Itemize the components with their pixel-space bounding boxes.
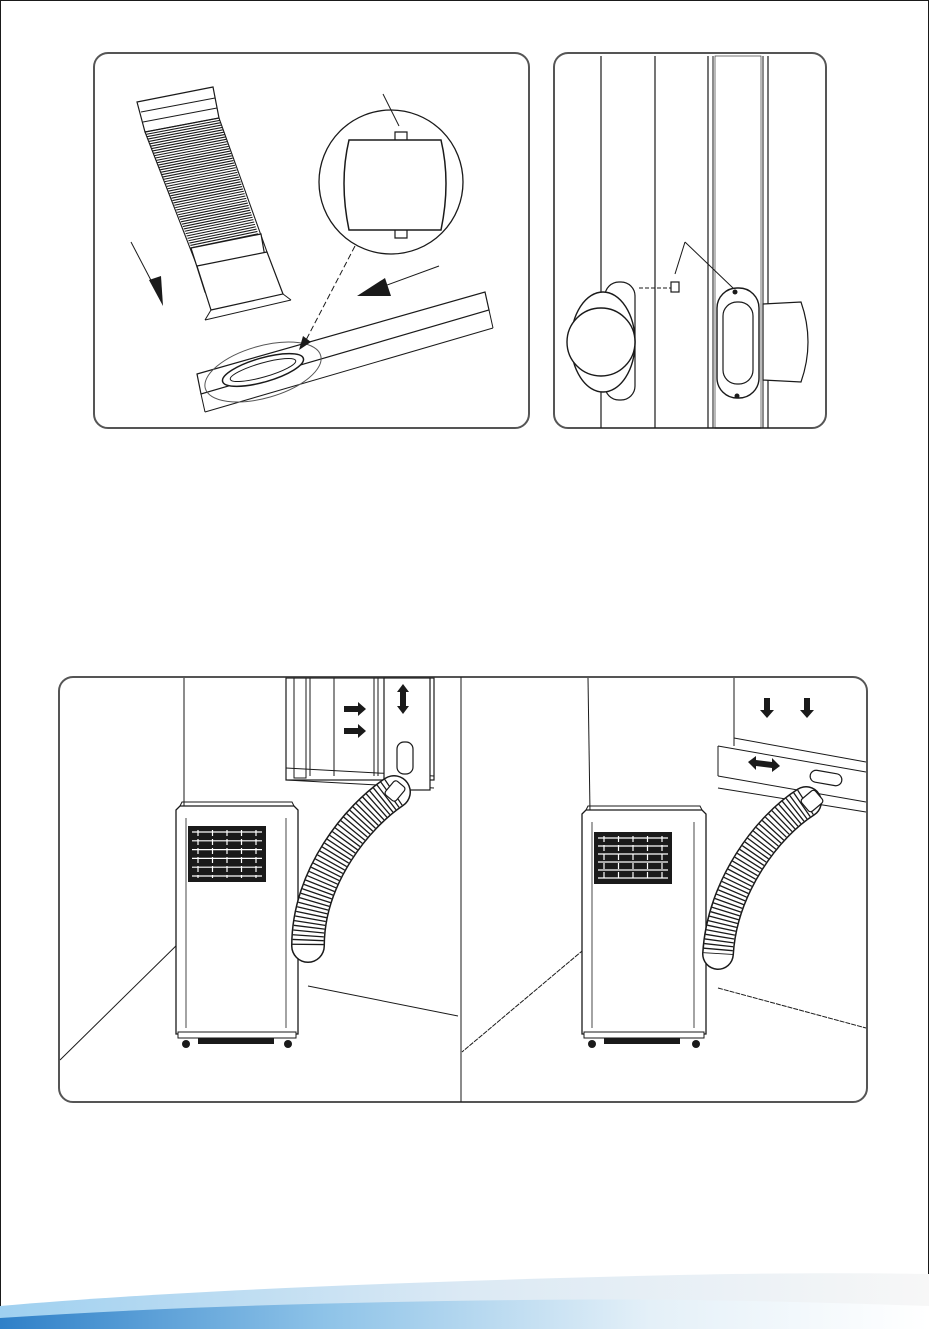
hose-adapter-illustration [93, 52, 530, 429]
decorative-footer-band [0, 1266, 929, 1329]
hose-adapter-figure [93, 52, 530, 429]
footer-wave-graphic [0, 1266, 929, 1329]
insert-arrow-icon [357, 266, 439, 296]
installation-illustration [58, 676, 868, 1103]
window-slider-illustration [553, 52, 827, 429]
left-exhaust-hose-icon [308, 780, 406, 946]
air-conditioner-unit-icon [582, 806, 706, 1048]
window-slider-figure [553, 52, 827, 429]
screw-icon [639, 242, 733, 292]
left-outlet-icon [567, 282, 635, 400]
installation-figure [58, 676, 868, 1103]
window-slider-icon [197, 292, 493, 414]
air-conditioner-unit-icon [176, 802, 298, 1048]
downward-arrow-icon [131, 242, 163, 306]
right-exhaust-hose-icon [718, 789, 824, 954]
